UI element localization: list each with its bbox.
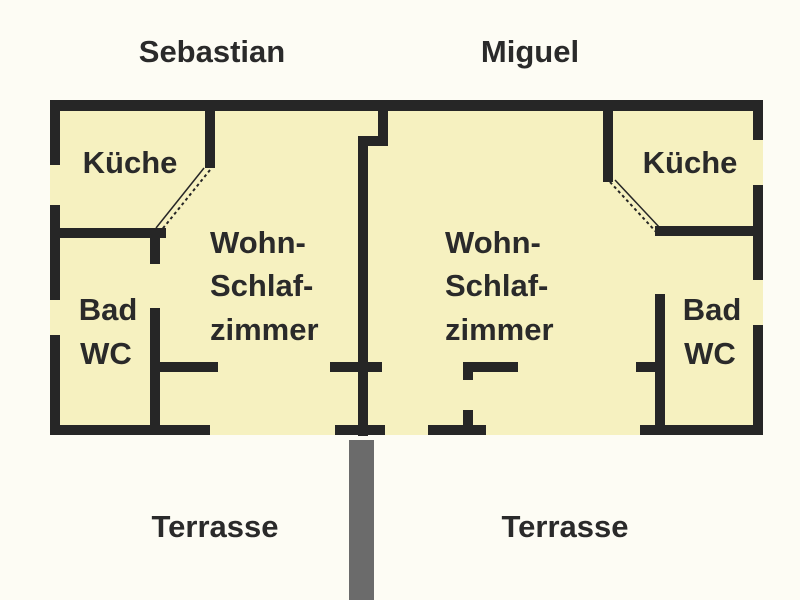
- bottom-wall-seg-4: [640, 425, 763, 435]
- bottom-wall-seg-1: [50, 425, 210, 435]
- owner-left-label: Sebastian: [139, 34, 285, 69]
- owner-right-label: Miguel: [481, 34, 579, 69]
- right-bath-label-1: Bad: [683, 292, 742, 327]
- right-living-label-3: zimmer: [445, 312, 554, 347]
- left-interior-walls: [58, 100, 218, 435]
- right-living-label-1: Wohn-: [445, 225, 541, 260]
- top-wall: [50, 100, 763, 111]
- terrace-divider-wall: [349, 440, 374, 600]
- left-outer-wall-lower: [50, 335, 60, 435]
- left-living-label-1: Wohn-: [210, 225, 306, 260]
- left-living-label-2: Schlaf-: [210, 268, 313, 303]
- right-interior-walls: [463, 100, 760, 435]
- right-outer-wall-upper: [753, 100, 763, 140]
- right-living-label-2: Schlaf-: [445, 268, 548, 303]
- left-terrace-label: Terrasse: [152, 509, 279, 544]
- right-bath-label-2: WC: [684, 336, 736, 371]
- right-outer-wall-lower: [753, 325, 763, 435]
- left-bath-label-1: Bad: [79, 292, 138, 327]
- left-outer-wall-upper: [50, 100, 60, 165]
- left-bath-label-2: WC: [80, 336, 132, 371]
- bottom-wall-seg-3: [428, 425, 486, 435]
- left-living-label-3: zimmer: [210, 312, 319, 347]
- left-kitchen-label: Küche: [83, 145, 178, 180]
- left-outer-wall-middle: [50, 205, 60, 300]
- central-wall: [330, 100, 388, 436]
- right-terrace-label: Terrasse: [502, 509, 629, 544]
- floor-area: [50, 100, 763, 435]
- right-kitchen-label: Küche: [643, 145, 738, 180]
